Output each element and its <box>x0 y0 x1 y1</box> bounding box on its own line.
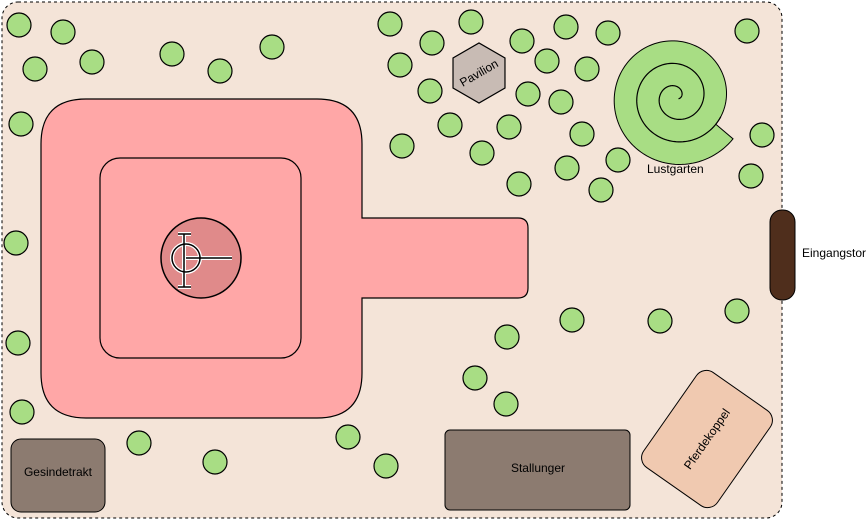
tree <box>50 19 76 45</box>
tree <box>126 430 152 456</box>
tree <box>734 18 760 44</box>
tree <box>417 78 443 104</box>
tree <box>647 308 673 334</box>
tree <box>79 49 105 75</box>
tree <box>595 20 621 46</box>
tree <box>749 122 775 148</box>
tree <box>494 324 520 350</box>
tree <box>335 424 361 450</box>
pferdekoppel[interactable]: Pferdekoppel <box>637 366 777 513</box>
stallunger[interactable]: Stallunger <box>444 429 631 511</box>
tree <box>202 449 228 475</box>
trees <box>3 9 775 479</box>
tree <box>22 56 48 82</box>
gesindetrakt[interactable]: Gesindetrakt <box>10 438 106 513</box>
eingangstor[interactable]: Eingangstor <box>769 209 866 301</box>
inner-courtyard <box>99 157 302 359</box>
tree <box>8 111 34 137</box>
gesindetrakt-label: Gesindetrakt <box>24 465 93 479</box>
tree <box>588 177 614 203</box>
tree <box>462 365 488 391</box>
tree <box>387 52 413 78</box>
tree <box>548 89 574 115</box>
tree <box>515 81 541 107</box>
tree <box>534 48 560 74</box>
lustgarten-label: Lustgarten <box>647 162 704 176</box>
tree <box>437 112 463 138</box>
tree <box>9 399 35 425</box>
compass-symbol-icon <box>170 232 232 289</box>
lustgarten[interactable]: Lustgarten <box>613 40 734 176</box>
tree <box>506 171 532 197</box>
tree <box>738 163 764 189</box>
tree <box>377 11 403 37</box>
pavilion[interactable]: Pavilion <box>440 35 518 110</box>
tree <box>3 230 29 256</box>
tree <box>724 298 750 324</box>
tree <box>469 140 495 166</box>
tree <box>554 155 580 181</box>
stallunger-label: Stallunger <box>511 461 565 475</box>
tree <box>574 56 600 82</box>
tree <box>419 30 445 56</box>
tree <box>553 14 579 40</box>
palace[interactable] <box>40 98 529 419</box>
tree <box>569 121 595 147</box>
tree <box>207 58 233 84</box>
tree <box>259 34 285 60</box>
tree <box>509 28 535 54</box>
tree <box>496 114 522 140</box>
eingangstor-label: Eingangstor <box>802 246 866 260</box>
tree <box>5 330 31 356</box>
tree <box>373 453 399 479</box>
tree <box>159 41 185 67</box>
tree <box>493 391 519 417</box>
tree <box>6 12 32 38</box>
tree <box>389 133 415 159</box>
tree <box>458 9 484 35</box>
tree <box>559 307 585 333</box>
tree <box>605 147 631 173</box>
